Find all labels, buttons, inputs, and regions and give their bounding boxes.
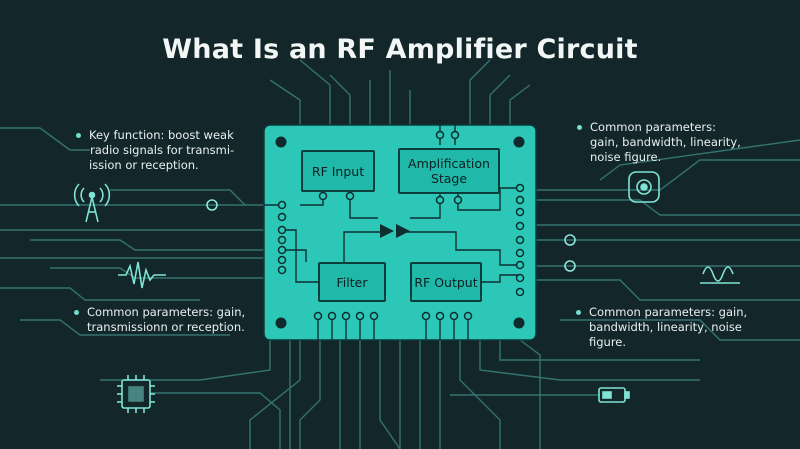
note-top-right: Common parameters: gain, bandwidth, line… [577, 120, 775, 165]
bottom-pin-leads [317, 320, 469, 340]
note-line: transmissionn or reception. [87, 320, 245, 334]
note-bottom-left: Common parameters: gain, transmissionn o… [74, 305, 262, 335]
note-line: Common parameters: gain, [87, 305, 246, 319]
filter-label: Filter [336, 274, 368, 290]
amplifier-symbols [380, 224, 410, 238]
amplification-label-line1: Amplification [408, 156, 490, 171]
note-top-left: Key function: boost weak radio signals f… [76, 128, 264, 173]
camera-icon [628, 171, 660, 203]
board-nodes [277, 130, 525, 321]
amplification-stage-block: Amplification Stage [398, 148, 500, 194]
battery-icon [598, 387, 630, 403]
amplification-label-line2: Stage [430, 171, 468, 186]
note-line: ission or reception. [89, 158, 199, 172]
rf-output-label: RF Output [414, 274, 478, 290]
page-title: What Is an RF Amplifier Circuit [162, 34, 638, 65]
note-line: gain, bandwidth, linearity, [590, 135, 741, 149]
mounting-holes [275, 136, 525, 329]
note-line: Key function: boost weak [89, 128, 234, 142]
note-line: Common parameters: gain, [589, 305, 748, 319]
note-bottom-right: Common parameters: gain, bandwidth, line… [576, 305, 774, 350]
filter-block: Filter [318, 262, 386, 302]
bullet-dot [76, 133, 81, 138]
rf-output-block: RF Output [410, 262, 482, 302]
note-line: Common parameters: [590, 120, 717, 134]
note-line: noise figure. [590, 150, 662, 164]
note-line: bandwidth, linearity, noise [589, 320, 742, 334]
sine-wave-icon [700, 266, 740, 284]
bullet-dot [576, 310, 581, 315]
bullet-dot [577, 125, 582, 130]
note-line: radio signals for transmi- [90, 143, 235, 157]
board-wiring [264, 125, 520, 283]
chip-icon [117, 375, 155, 413]
antenna-icon [73, 183, 111, 223]
bullet-dot [74, 310, 79, 315]
waveform-icon [118, 261, 166, 289]
rf-input-block: RF Input [301, 150, 375, 192]
rf-input-label: RF Input [311, 163, 365, 179]
trace-nodes [206, 199, 576, 272]
note-line: figure. [589, 335, 627, 349]
